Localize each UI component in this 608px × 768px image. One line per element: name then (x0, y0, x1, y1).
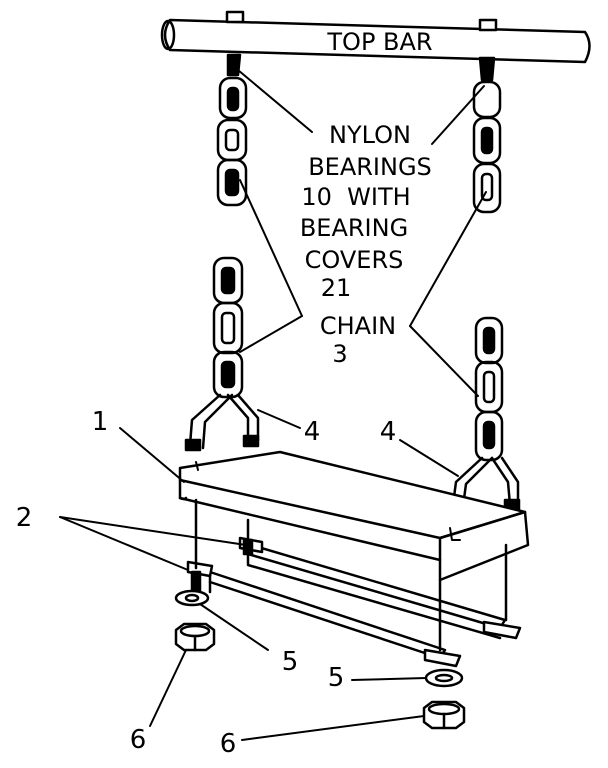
chain-right-lower (444, 316, 521, 520)
bearings-label-line-1: NYLON (329, 121, 411, 149)
callout-4-left: 4 (304, 417, 321, 447)
chain-left-upper (216, 53, 248, 207)
top-bar-bolt-right (478, 18, 498, 32)
callout-5-left: 5 (282, 647, 299, 677)
callout-labels: NYLON BEARINGS 10 WITH BEARING COVERS 21… (16, 121, 432, 759)
washer-left (174, 589, 210, 607)
chain-left-lower (184, 256, 260, 452)
seat-board (178, 450, 530, 582)
bearings-label-line-6: 21 (321, 274, 352, 302)
leader-lines (59, 69, 487, 741)
top-bar-bolt-left (225, 10, 245, 24)
top-bar: TOP BAR (160, 10, 591, 64)
chain-label-line-1: CHAIN (320, 312, 396, 340)
seat-brackets (186, 536, 522, 668)
bearings-label-line-5: COVERS (305, 246, 404, 274)
callout-6-right: 6 (220, 729, 237, 759)
callout-4-right: 4 (380, 417, 397, 447)
nuts (174, 622, 466, 730)
callout-6-left: 6 (130, 725, 147, 755)
washers (174, 589, 464, 688)
nut-right (422, 700, 466, 730)
bearings-label-line-3: 10 WITH (301, 183, 410, 211)
callout-5-right: 5 (328, 663, 345, 693)
chain-right-upper (472, 56, 502, 214)
callout-1: 1 (92, 407, 109, 437)
washer-right (424, 668, 464, 688)
top-bar-label: TOP BAR (326, 28, 432, 56)
nut-left (174, 622, 216, 652)
chain-label-line-2: 3 (332, 340, 347, 368)
callout-2: 2 (16, 503, 33, 533)
bearings-label-line-4: BEARING (300, 214, 408, 242)
bearings-label-line-2: BEARINGS (308, 153, 432, 181)
